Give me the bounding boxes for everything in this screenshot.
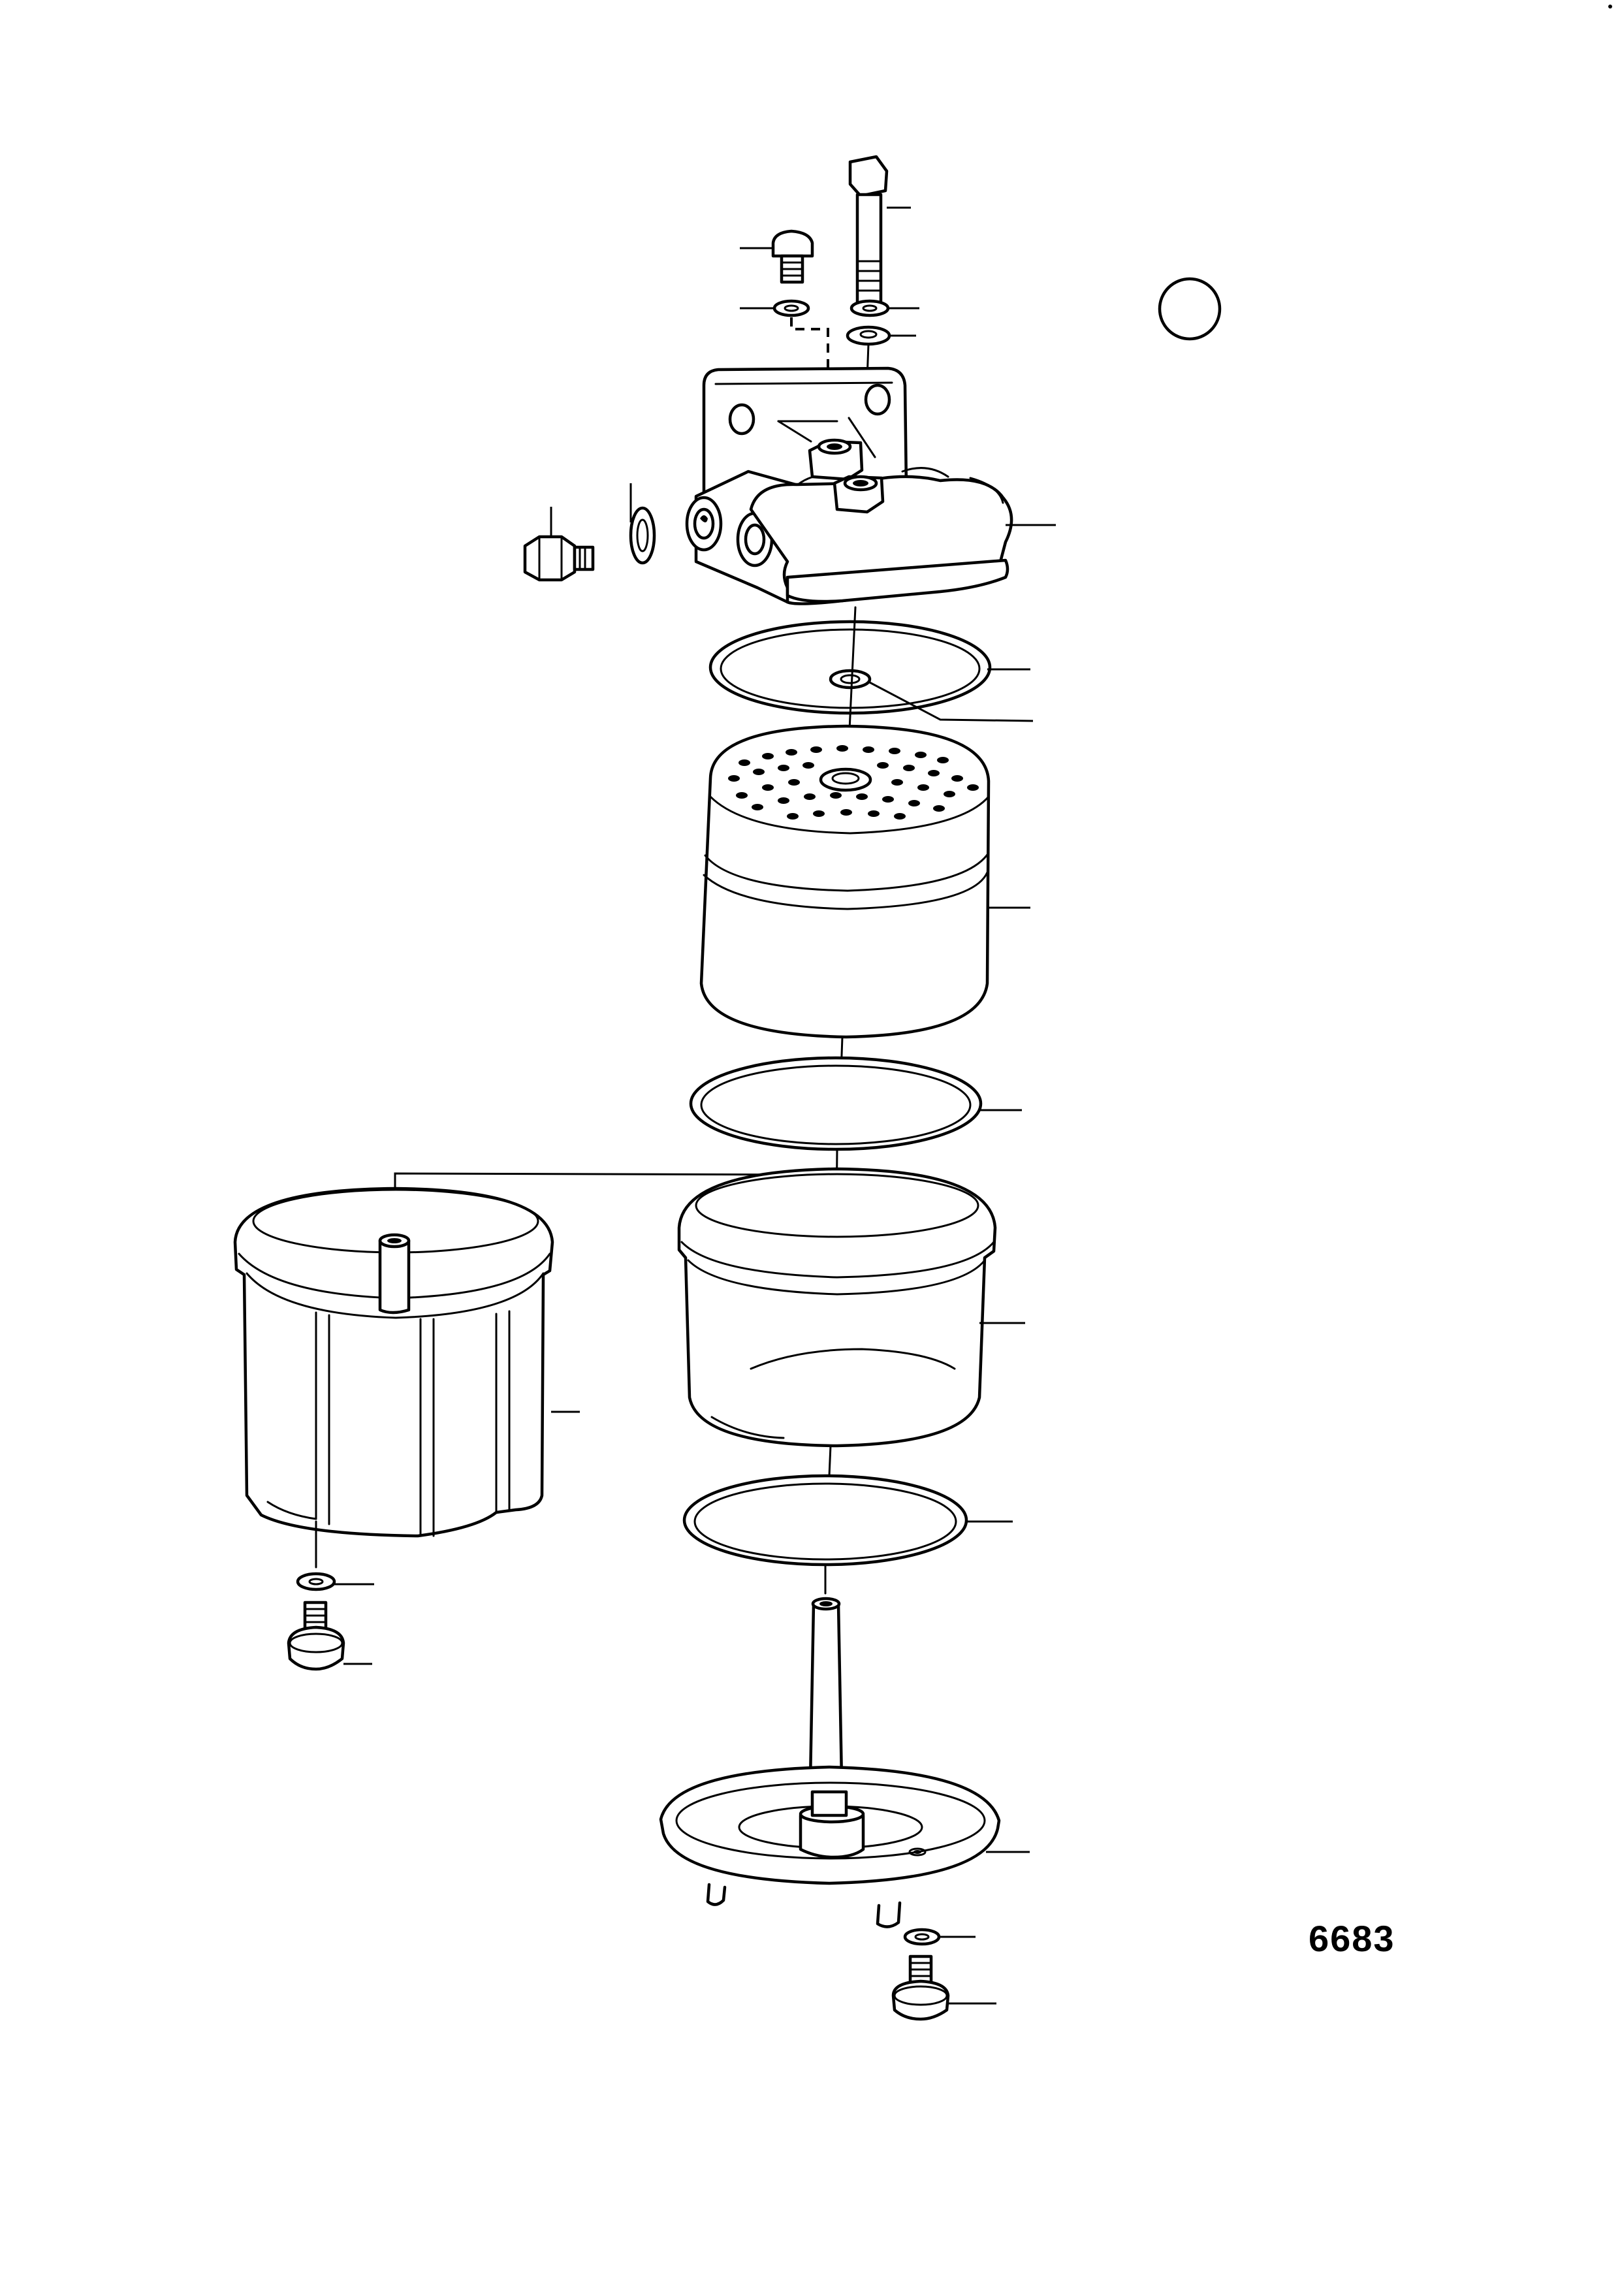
washer-drain-plug: [629, 506, 656, 565]
o-ring-middle: [689, 1056, 983, 1151]
vent-plug-screw: [771, 229, 814, 284]
o-ring-lower: [682, 1474, 968, 1567]
bottom-base: [659, 1765, 1001, 1928]
drain-knob-bottom: [891, 1954, 950, 2021]
metal-bowl: [233, 1187, 554, 1538]
washer-bottom: [903, 1928, 941, 1946]
center-tube: [808, 1597, 844, 1817]
washer-left-bowl: [296, 1572, 336, 1591]
scan-speck: [1608, 5, 1612, 8]
sealing-ring-small: [829, 669, 872, 690]
drawing-number: 6683: [1309, 1918, 1395, 1959]
reference-circle: [1158, 277, 1222, 341]
filter-head: [685, 366, 1013, 605]
filter-cartridge: [699, 724, 991, 1039]
washer-bolt-upper: [850, 299, 890, 317]
drain-plug: [523, 535, 595, 582]
long-bolt: [848, 155, 889, 306]
drain-knob-left: [287, 1601, 345, 1671]
washer-bolt-lower: [846, 325, 891, 346]
clear-bowl: [677, 1167, 997, 1448]
perforation-holes: [728, 745, 979, 820]
washer-vent-plug: [772, 299, 810, 317]
